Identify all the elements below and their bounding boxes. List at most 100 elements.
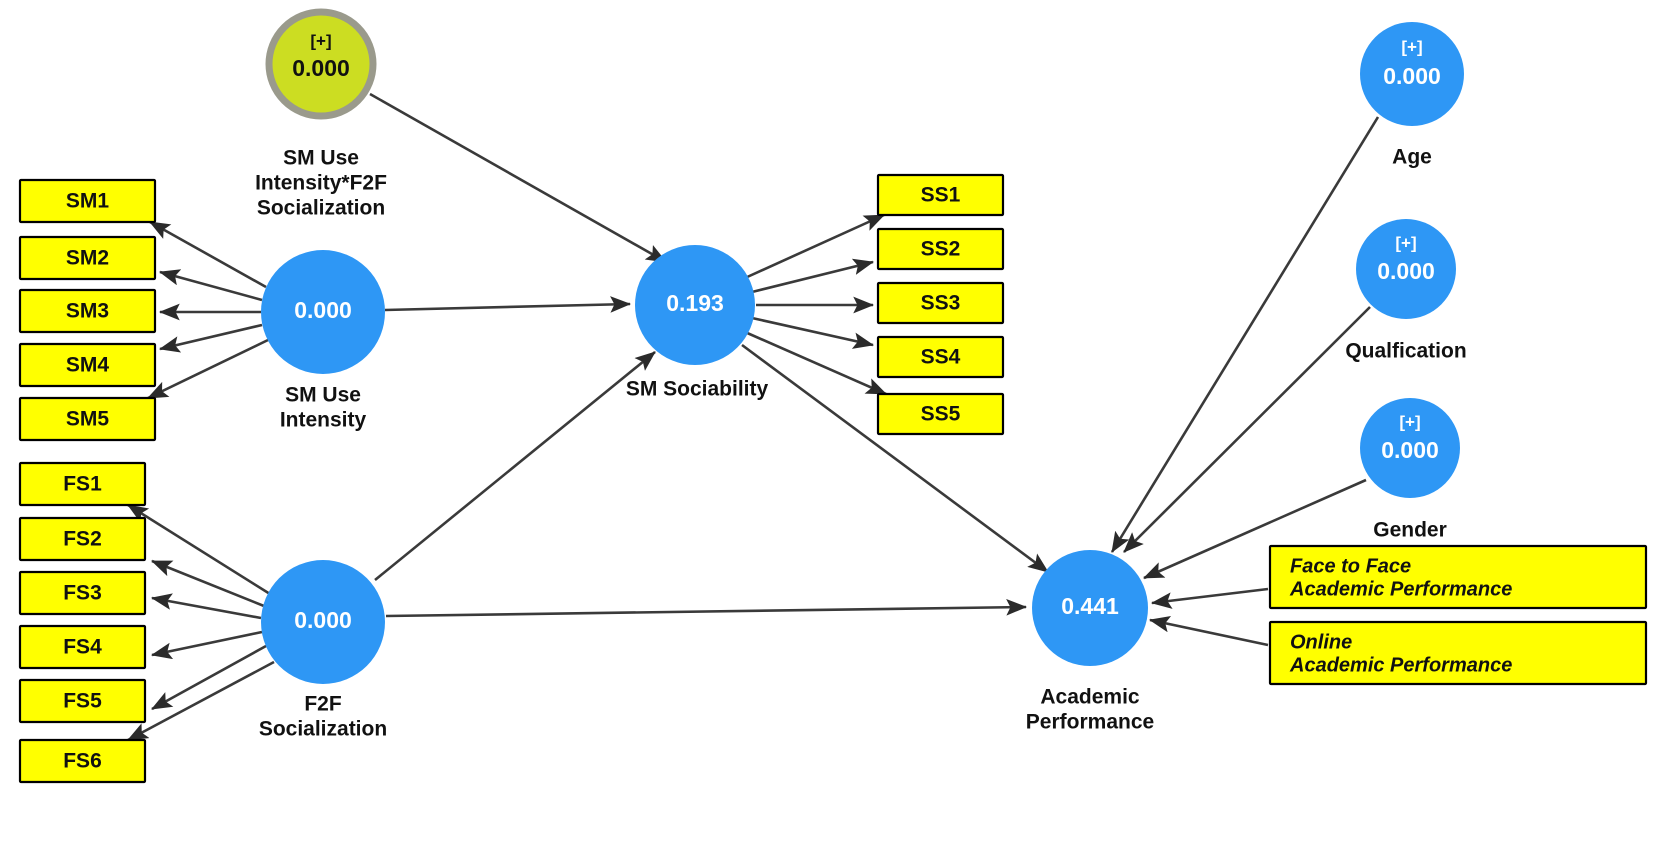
indicator-label: SS1 <box>921 184 961 207</box>
edges-f2f-socialization-to-indicators <box>127 503 275 742</box>
edge-sm-use-intensity-sm1 <box>149 220 267 289</box>
construct-node-qualfication[interactable]: [+] 0.000 Qualfication <box>1345 219 1467 363</box>
indicator-box-sm1[interactable]: SM1 <box>18 178 157 224</box>
indicator-group-academic-performance: Face to Face Academic Performance Online… <box>1268 544 1648 686</box>
indicator-label: SM2 <box>66 247 109 270</box>
construct-label-line2: Intensity <box>280 409 367 432</box>
indicator-label: SM5 <box>66 408 110 431</box>
indicator-box-face-to-face-academic-performance[interactable]: Face to Face Academic Performance <box>1268 544 1648 610</box>
construct-label-line1: F2F <box>304 693 342 716</box>
indicator-label-line2: Academic Performance <box>1289 578 1512 600</box>
edge-sm-sociability-ss4 <box>751 316 875 349</box>
edges-sm-use-intensity-to-indicators <box>147 220 269 400</box>
indicator-box-sm3[interactable]: SM3 <box>18 288 157 334</box>
edge-sm-use-intensity-sm4 <box>158 323 263 353</box>
indicator-label: SM4 <box>66 354 110 377</box>
construct-label-line1: SM Use <box>285 384 361 407</box>
indicator-label: FS5 <box>63 690 102 713</box>
indicator-box-ss5[interactable]: SS5 <box>876 392 1005 436</box>
indicator-group-sm-sociability: SS1 SS2 SS3 SS4 SS5 <box>876 173 1005 436</box>
indicator-label: FS4 <box>63 636 102 659</box>
moderator-plus-marker: [+] <box>310 31 331 50</box>
indicator-box-ss4[interactable]: SS4 <box>876 335 1005 379</box>
construct-label-line2: Performance <box>1026 711 1154 734</box>
path-sm-sociability-to-academic-performance <box>741 343 1049 574</box>
edge-f2f-socialization-fs6 <box>127 660 275 742</box>
construct-label-line2: Intensity*F2F <box>255 172 387 195</box>
indicator-label: SS2 <box>921 238 961 261</box>
indicator-label: FS1 <box>63 473 102 496</box>
edge-f2f-socialization-fs3 <box>150 593 262 620</box>
indicator-label-line2: Academic Performance <box>1289 654 1512 676</box>
edges-academic-performance-indicators <box>1148 587 1269 647</box>
construct-label-line1: Qualfication <box>1345 340 1466 363</box>
construct-label-line2: Socialization <box>259 718 387 741</box>
indicator-label: FS6 <box>63 750 102 773</box>
construct-label-line1: Age <box>1392 146 1432 169</box>
edge-sm-use-intensity-sm5 <box>147 338 269 400</box>
construct-node-sm-sociability[interactable]: 0.193 SM Sociability <box>626 245 769 401</box>
construct-value: 0.000 <box>1383 63 1441 89</box>
construct-node-gender[interactable]: [+] 0.000 Gender <box>1360 398 1460 542</box>
indicator-box-sm4[interactable]: SM4 <box>18 342 157 388</box>
construct-label-line1: SM Use <box>283 147 359 170</box>
gender-plus-marker: [+] <box>1399 412 1420 431</box>
construct-node-age[interactable]: [+] 0.000 Age <box>1360 22 1464 169</box>
indicator-box-ss2[interactable]: SS2 <box>876 227 1005 271</box>
construct-node-sm-use-intensity[interactable]: 0.000 SM Use Intensity <box>261 250 385 432</box>
indicator-label: SS4 <box>921 346 961 369</box>
indicator-box-fs5[interactable]: FS5 <box>18 678 147 724</box>
edges-sm-sociability-to-indicators <box>744 213 887 396</box>
edge-f2f-socialization-fs1 <box>127 503 271 596</box>
indicator-label: SM3 <box>66 300 109 323</box>
construct-label-line1: SM Sociability <box>626 378 769 401</box>
edge-sm-sociability-ss5 <box>744 330 887 396</box>
indicator-box-fs3[interactable]: FS3 <box>18 570 147 616</box>
construct-value: 0.000 <box>1381 437 1439 463</box>
indicator-label: SM1 <box>66 190 110 213</box>
edge-sm-sociability-ss1 <box>744 213 885 280</box>
indicator-box-fs2[interactable]: FS2 <box>18 516 147 562</box>
path-qualfication-to-academic-performance <box>1123 306 1371 553</box>
indicator-label: FS2 <box>63 528 102 551</box>
construct-node-academic-performance[interactable]: 0.441 Academic Performance <box>1026 550 1154 734</box>
indicator-group-f2f-socialization: FS1 FS2 FS3 FS4 FS5 FS6 <box>18 461 147 784</box>
age-plus-marker: [+] <box>1401 37 1422 56</box>
path-gender-to-academic-performance <box>1143 478 1367 580</box>
path-age-to-academic-performance <box>1110 116 1380 553</box>
edge-online-academic-performance-academic-performance <box>1148 615 1269 647</box>
indicator-label: SS3 <box>921 292 961 315</box>
indicator-box-fs4[interactable]: FS4 <box>18 624 147 670</box>
indicator-label-line1: Face to Face <box>1290 555 1411 577</box>
construct-label-line3: Socialization <box>257 197 385 220</box>
indicator-label-line1: Online <box>1290 631 1352 653</box>
edge-f2f-socialization-fs4 <box>150 630 263 660</box>
edge-f2f-socialization-fs5 <box>151 644 267 711</box>
indicator-label: FS3 <box>63 582 102 605</box>
construct-value: 0.193 <box>666 290 724 316</box>
edge-face-to-face-academic-performance-academic-performance <box>1150 587 1269 609</box>
indicator-box-ss1[interactable]: SS1 <box>876 173 1005 217</box>
construct-value: 0.000 <box>1377 258 1435 284</box>
indicator-box-online-academic-performance[interactable]: Online Academic Performance <box>1268 620 1648 686</box>
edge-sm-use-intensity-sm2 <box>158 269 263 302</box>
indicator-box-sm5[interactable]: SM5 <box>18 396 157 442</box>
edge-sm-sociability-ss2 <box>751 258 875 294</box>
construct-value: 0.000 <box>294 297 352 323</box>
path-f2f-socialization-to-sm-sociability <box>374 350 656 582</box>
qualfication-plus-marker: [+] <box>1395 233 1416 252</box>
indicator-label: SS5 <box>921 403 961 426</box>
construct-node-f2f-socialization[interactable]: 0.000 F2F Socialization <box>259 560 387 741</box>
indicator-box-fs1[interactable]: FS1 <box>18 461 147 507</box>
path-sm-use-intensity-to-sm-sociability <box>384 296 632 313</box>
path-f2f-socialization-to-academic-performance <box>385 598 1028 618</box>
construct-value: 0.441 <box>1061 593 1119 619</box>
indicator-box-fs6[interactable]: FS6 <box>18 738 147 784</box>
construct-value: 0.000 <box>294 607 352 633</box>
indicator-box-sm2[interactable]: SM2 <box>18 235 157 281</box>
indicator-box-ss3[interactable]: SS3 <box>876 281 1005 325</box>
construct-node-sm-use-intensity-x-f2f-socialization[interactable]: [+] 0.000 SM Use Intensity*F2F Socializa… <box>255 8 387 220</box>
construct-label-line1: Academic <box>1040 686 1140 709</box>
